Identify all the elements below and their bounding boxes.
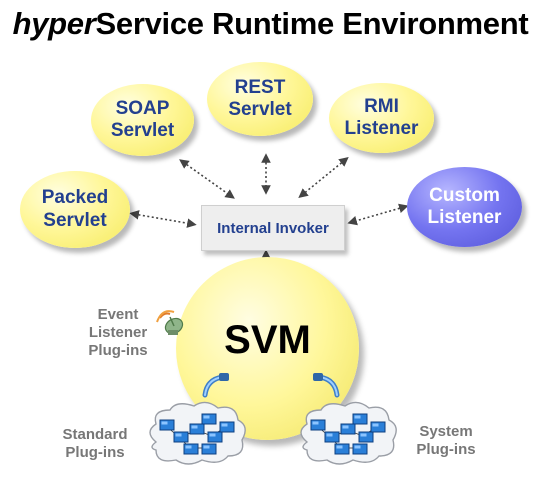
rmi-listener-node: RMI Listener	[329, 83, 434, 153]
arrow-custom-invoker	[347, 203, 409, 226]
event-listener-label: Event Listener Plug-ins	[88, 306, 148, 359]
arrow-soap-invoker	[179, 159, 235, 199]
title-rest: Service Runtime Environment	[95, 6, 529, 41]
custom-listener-node: Custom Listener	[407, 167, 522, 247]
network-cluster-icon	[150, 402, 245, 464]
arrow-rmi-invoker	[298, 156, 349, 199]
rest-servlet-node: REST Servlet	[207, 62, 313, 136]
network-cluster-icon	[301, 402, 396, 464]
standard-plugins-label: Standard Plug-ins	[62, 426, 128, 461]
system-plugins-label: System Plug-ins	[416, 423, 476, 458]
packed-servlet-node: Packed Servlet	[20, 171, 130, 248]
svm-label: SVM	[224, 318, 311, 362]
arrow-packed-invoker	[129, 210, 197, 228]
diagram-title: hyperService Runtime Environment	[0, 6, 541, 42]
internal-invoker-box: Internal Invoker	[201, 205, 345, 251]
soap-servlet-node: SOAP Servlet	[91, 84, 194, 156]
title-hyper: hyper	[12, 6, 96, 41]
